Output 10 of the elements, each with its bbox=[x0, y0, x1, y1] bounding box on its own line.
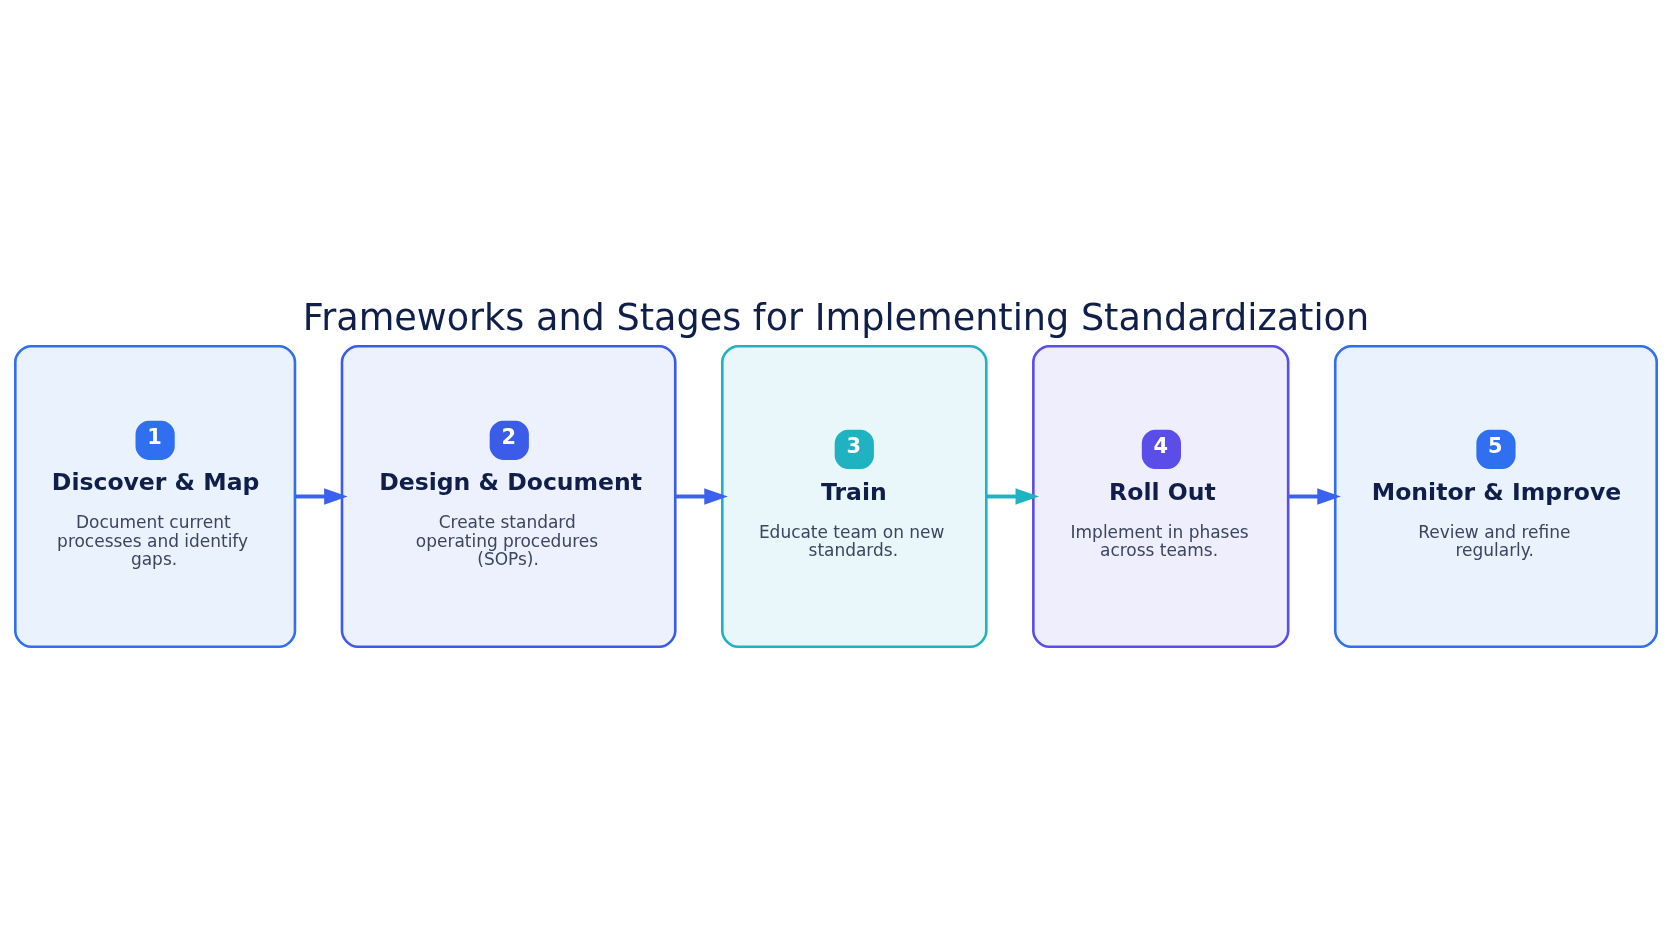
node-box: 4 Roll Out Implement in phases across teams. bbox=[1032, 344, 1290, 648]
node-box: 5 Monitor & Improve Review and refine regularly. bbox=[1333, 344, 1658, 648]
node-box: 3 Train Educate team on new standards. bbox=[721, 344, 988, 648]
diagram-title: Frameworks and Stages for Implementing Standardization bbox=[302, 295, 1370, 339]
arrow bbox=[295, 487, 348, 505]
arrow bbox=[986, 487, 1040, 505]
arrow bbox=[675, 487, 728, 505]
arrow bbox=[1288, 487, 1341, 505]
node-box: 1 Discover & Map Document current processes and identify gaps. bbox=[14, 344, 297, 648]
node-box: 2 Design & Document Create standard operating procedures (SOPs). bbox=[340, 344, 677, 648]
